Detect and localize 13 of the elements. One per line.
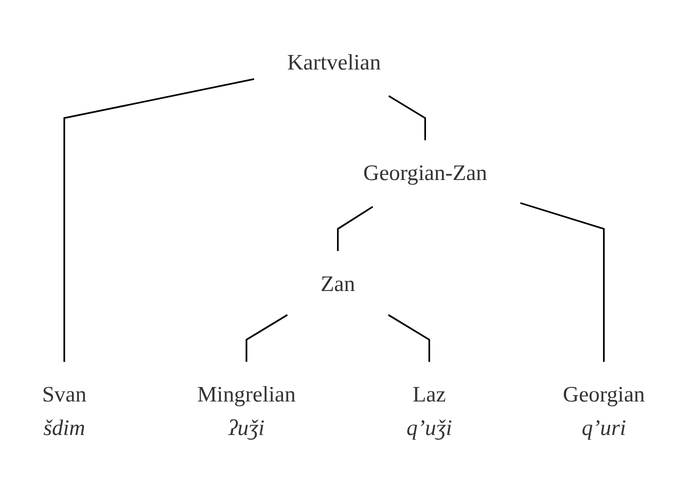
language-label: Mingrelian ʔuǯi — [197, 382, 296, 440]
language-label: Zan — [320, 272, 356, 296]
tree-branch-line — [520, 202, 605, 362]
tree-branch-line — [388, 314, 430, 362]
tree-branch-line — [63, 78, 254, 362]
language-label: Georgian-Zan — [363, 161, 488, 186]
tree-branch-line — [388, 95, 426, 140]
language-label: Kartvelian — [287, 50, 381, 75]
language-label: Georgian q’uri — [562, 382, 645, 440]
language-label: Laz q’uǯi — [406, 382, 452, 440]
tree-branch-line — [246, 314, 288, 362]
language-label: Svan šdim — [42, 382, 86, 440]
tree-branch-line — [337, 206, 374, 252]
